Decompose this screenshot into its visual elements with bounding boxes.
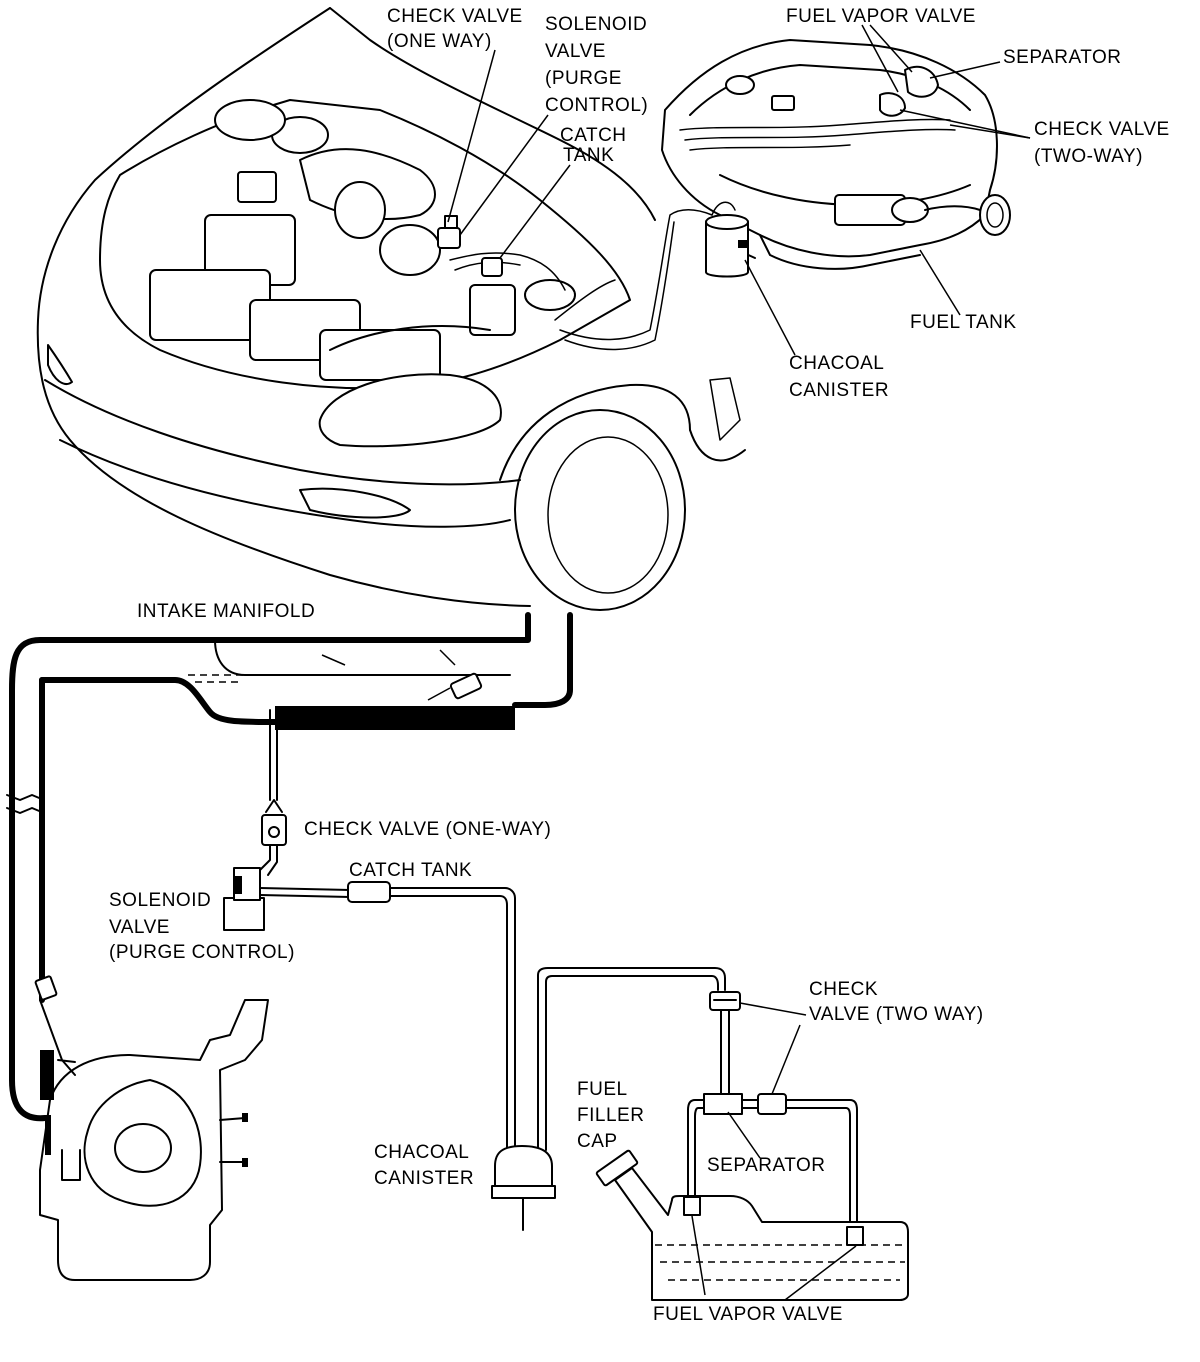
charcoal-canister-icon [491, 1145, 556, 1231]
car-illustration [36, 7, 746, 611]
label-check-valve-two-way-top: CHECK VALVE(TWO-WAY) [1034, 119, 1170, 167]
solenoid-valve-icon [223, 867, 265, 931]
label-check-valve-one-way-top: CHECK VALVE(ONE WAY) [387, 6, 523, 52]
label-fuel-vapor-valve-top: FUEL VAPOR VALVE [786, 6, 976, 27]
schematic-fuel-tank-icon [614, 1167, 909, 1301]
check-valve-two-way-icon-top [709, 991, 741, 1011]
schematic [6, 612, 909, 1301]
label-fuel-vapor-valve: FUEL VAPOR VALVE [653, 1304, 843, 1325]
schematic-labels: INTAKE MANIFOLD CHECK VALVE (ONE-WAY) CA… [109, 601, 984, 1325]
label-check-valve-one-way: CHECK VALVE (ONE-WAY) [304, 819, 551, 840]
separator-icon [703, 1093, 743, 1115]
intake-sensor-icon [449, 672, 483, 700]
label-catch-tank: CATCH TANK [349, 860, 472, 881]
label-separator: SEPARATOR [707, 1155, 826, 1176]
catch-tank-icon [347, 881, 391, 903]
label-separator-top: SEPARATOR [1003, 47, 1122, 68]
label-fuel-tank-top: FUEL TANK [910, 312, 1017, 333]
fuel-tank-illustration [661, 39, 1011, 278]
check-valve-one-way-icon [261, 799, 287, 846]
rotary-engine-icon [34, 975, 269, 1281]
label-intake-manifold: INTAKE MANIFOLD [137, 601, 315, 622]
fuel-filler-cap-icon [595, 1149, 639, 1187]
check-valve-two-way-icon-side [757, 1093, 787, 1115]
